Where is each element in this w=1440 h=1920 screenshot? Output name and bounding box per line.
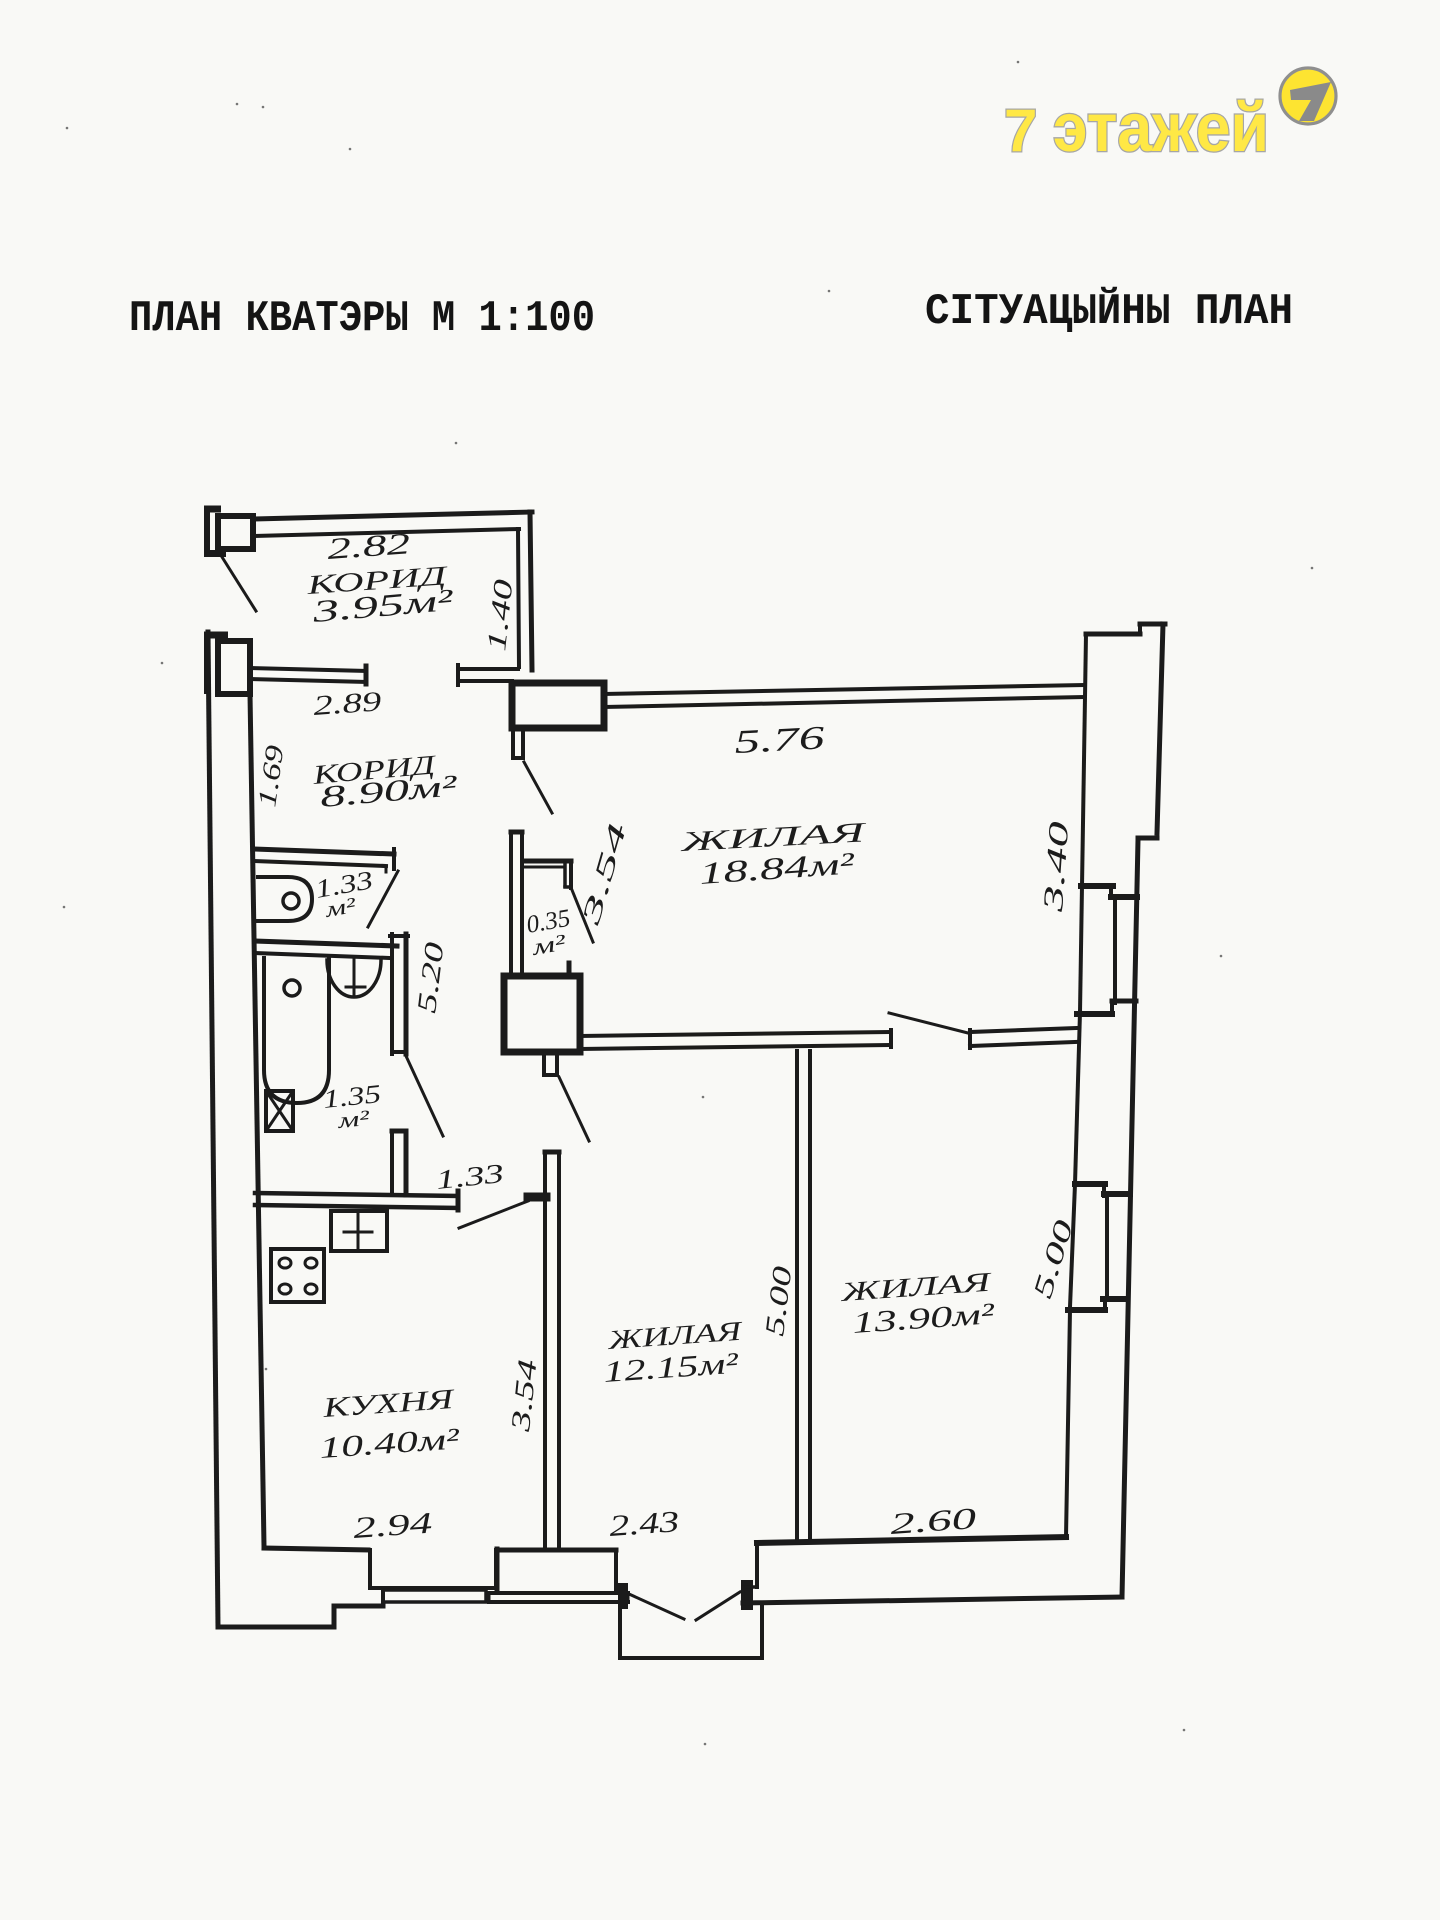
svg-text:5.76: 5.76 bbox=[734, 720, 827, 761]
svg-text:СІТУАЦЫЙНЫ ПЛАН: СІТУАЦЫЙНЫ ПЛАН bbox=[925, 286, 1293, 337]
svg-text:1.33: 1.33 bbox=[434, 1158, 505, 1195]
svg-text:м²: м² bbox=[322, 892, 358, 922]
svg-text:этажей: этажей bbox=[1053, 89, 1269, 166]
svg-text:2.89: 2.89 bbox=[312, 686, 382, 722]
svg-text:2.43: 2.43 bbox=[608, 1505, 680, 1543]
svg-text:2.60: 2.60 bbox=[889, 1502, 977, 1541]
svg-text:ПЛАН КВАТЭРЫ М 1:100: ПЛАН КВАТЭРЫ М 1:100 bbox=[129, 294, 595, 344]
svg-text:2.82: 2.82 bbox=[326, 527, 411, 566]
svg-text:3.40: 3.40 bbox=[1038, 821, 1075, 915]
svg-text:7: 7 bbox=[1004, 97, 1037, 164]
svg-text:м²: м² bbox=[529, 929, 569, 960]
svg-text:1.35: 1.35 bbox=[322, 1079, 383, 1114]
svg-text:м²: м² bbox=[335, 1105, 371, 1133]
svg-text:2.94: 2.94 bbox=[352, 1507, 433, 1545]
